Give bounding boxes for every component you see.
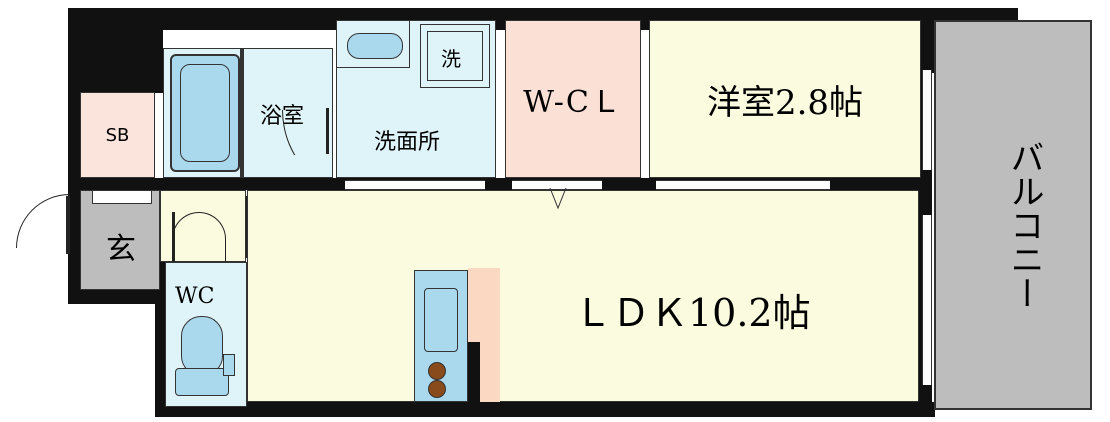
washroom-label: 洗面所 (374, 130, 441, 155)
wc-label: WC (175, 284, 215, 309)
ldk-room (247, 190, 919, 402)
toilet-icon (175, 316, 235, 398)
left-wall-wc (155, 262, 165, 417)
washer-space: 洗 (420, 24, 490, 88)
entrance-door-swing-icon (16, 194, 70, 248)
western-room: 洋室2.8帖 (649, 20, 921, 178)
stair-black (68, 290, 163, 304)
bottom-wall (155, 402, 935, 417)
balcony (934, 20, 1092, 410)
entrance (80, 190, 160, 290)
western-room-sliding-door (656, 180, 830, 190)
balcony-window-upper (922, 70, 932, 170)
bath-divider (240, 48, 244, 178)
left-wall-lower (68, 188, 80, 303)
sb-room: SB (80, 92, 155, 178)
sb-label: SB (105, 124, 130, 146)
wc-door-leaf (172, 212, 175, 262)
stove-burner-icon (428, 380, 446, 398)
balcony-label: バルコニー (1004, 140, 1044, 310)
wcl-door-arrow-icon (548, 187, 568, 212)
wcl-room: W-CＬ (505, 20, 641, 178)
entrance-label: 玄 (106, 232, 136, 267)
ldk-label: ＬＤＫ10.2帖 (574, 291, 811, 335)
entrance-door-leaf (66, 196, 70, 254)
wcl-label: W-CＬ (523, 85, 623, 120)
stove-burner-icon (428, 362, 446, 380)
upper-block-left (68, 8, 163, 93)
kitchen-sink-icon (424, 288, 458, 352)
balcony-window-lower (922, 215, 932, 385)
wcl-door (512, 180, 602, 190)
washroom-sliding-door (345, 180, 485, 190)
sink-icon (336, 20, 410, 68)
kitchen-wall (468, 342, 480, 402)
wc-door-swing-icon (172, 212, 226, 266)
entrance-step (92, 190, 152, 204)
bath-door-leaf (326, 108, 329, 154)
bathtub-icon (170, 54, 240, 172)
washer-label: 洗 (441, 47, 461, 71)
western-room-label: 洋室2.8帖 (706, 82, 864, 123)
